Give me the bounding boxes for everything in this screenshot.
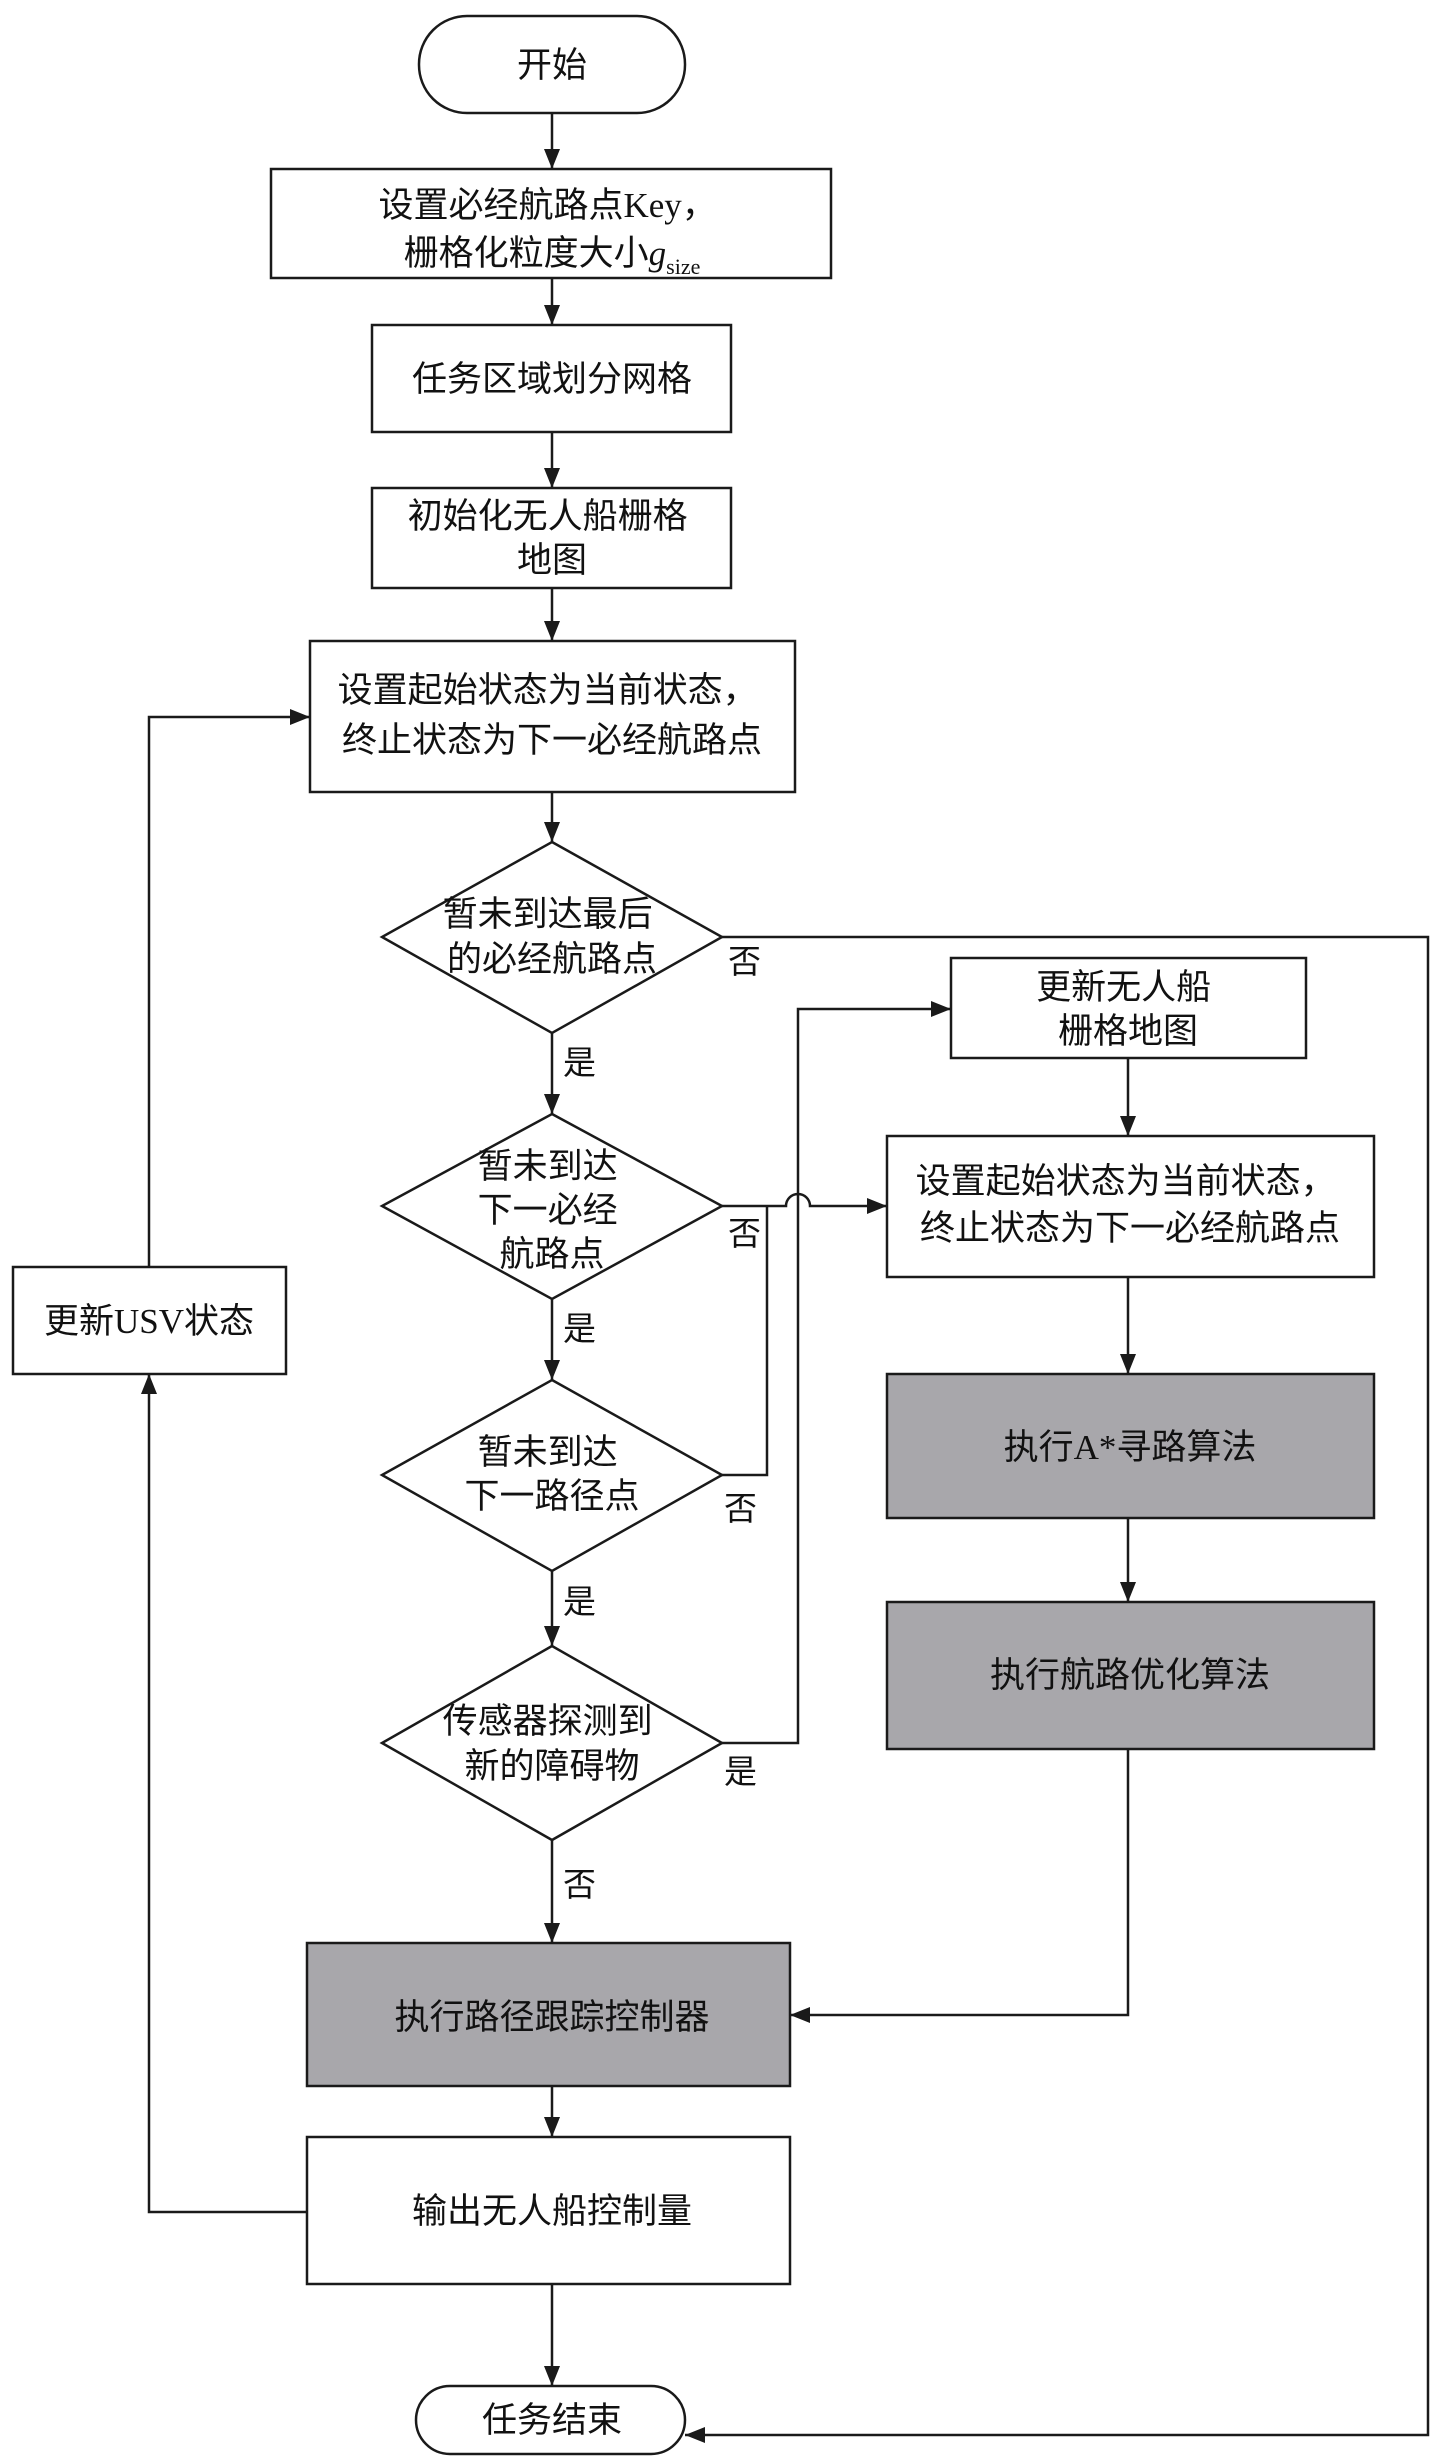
set-state-line-1: 设置起始状态为当前状态， bbox=[338, 671, 758, 710]
decision-obstacle-text: 传感器探测到 新的障碍物 bbox=[443, 1702, 662, 1786]
arrow-decision-next-waypoint-no bbox=[722, 1192, 887, 1214]
decision-last-line-1: 暂未到达最后 bbox=[443, 895, 653, 934]
arrow-decision-last-no-to-end bbox=[685, 935, 1430, 2443]
set-state-process: 设置起始状态为当前状态， 终止状态为下一必经航路点 bbox=[308, 639, 797, 794]
decision-obstacle-line-1: 传感器探测到 bbox=[443, 1702, 653, 1741]
decision-last-text: 暂未到达最后 的必经航路点 bbox=[443, 895, 662, 979]
path-tracking-label: 执行路径跟踪控制器 bbox=[394, 1998, 709, 2037]
decision-obstacle-yes-label: 是 bbox=[724, 1755, 757, 1791]
decision-next-waypoint-no-label: 否 bbox=[728, 1217, 761, 1253]
setup-variable-subscript: size bbox=[666, 254, 700, 279]
decision-obstacle-no-label: 否 bbox=[563, 1868, 596, 1904]
setup-text: 设置必经航路点Key， 栅格化粒度大小gsize bbox=[378, 186, 725, 279]
setup-process: 设置必经航路点Key， 栅格化粒度大小gsize bbox=[269, 167, 833, 280]
reset-state-process: 设置起始状态为当前状态， 终止状态为下一必经航路点 bbox=[885, 1134, 1376, 1279]
arrow-output-to-update-usv bbox=[141, 1374, 307, 2214]
astar-process: 执行A*寻路算法 bbox=[885, 1372, 1376, 1520]
start-label: 开始 bbox=[517, 46, 587, 85]
decision-next-waypoint-yes-label: 是 bbox=[563, 1312, 596, 1348]
end-node: 任务结束 bbox=[414, 2384, 687, 2456]
grid-process: 任务区域划分网格 bbox=[370, 323, 733, 434]
decision-next-path-line-2: 下一路径点 bbox=[464, 1477, 639, 1516]
grid-label: 任务区域划分网格 bbox=[412, 360, 692, 399]
optimize-process: 执行航路优化算法 bbox=[885, 1600, 1376, 1751]
init-map-line-2: 地图 bbox=[517, 541, 587, 580]
setup-line-1: 设置必经航路点Key， bbox=[378, 186, 716, 225]
init-map-process: 初始化无人船栅格 地图 bbox=[370, 486, 733, 590]
set-state-line-2: 终止状态为下一必经航路点 bbox=[342, 721, 762, 760]
decision-next-waypoint: 暂未到达 下一必经 航路点 bbox=[379, 1112, 725, 1301]
optimize-label: 执行航路优化算法 bbox=[990, 1656, 1270, 1695]
decision-last-no-label: 否 bbox=[728, 945, 761, 981]
update-map-line-2: 栅格地图 bbox=[1058, 1012, 1198, 1051]
init-map-text: 初始化无人船栅格 地图 bbox=[408, 497, 697, 580]
decision-next-path-no-label: 否 bbox=[724, 1492, 757, 1528]
decision-next-path-point: 暂未到达 下一路径点 bbox=[379, 1378, 725, 1573]
update-map-process: 更新无人船 栅格地图 bbox=[949, 956, 1308, 1060]
decision-last-yes-label: 是 bbox=[563, 1046, 596, 1082]
decision-next-path-line-1: 暂未到达 bbox=[478, 1433, 618, 1472]
line-decision-next-path-no bbox=[722, 1206, 769, 1477]
update-usv-process: 更新USV状态 bbox=[11, 1265, 288, 1376]
set-state-text: 设置起始状态为当前状态， 终止状态为下一必经航路点 bbox=[338, 671, 767, 760]
decision-last-line-2: 的必经航路点 bbox=[447, 940, 657, 979]
path-tracking-process: 执行路径跟踪控制器 bbox=[305, 1941, 792, 2088]
reset-state-line-1: 设置起始状态为当前状态， bbox=[916, 1162, 1336, 1201]
reset-state-line-2: 终止状态为下一必经航路点 bbox=[920, 1209, 1340, 1248]
arrow-decision-obstacle-yes bbox=[722, 1001, 951, 1745]
arrow-update-usv-to-set-state bbox=[147, 709, 310, 1267]
decision-next-waypoint-line-1: 暂未到达 bbox=[478, 1147, 618, 1186]
decision-obstacle-detected: 传感器探测到 新的障碍物 bbox=[379, 1644, 725, 1842]
update-usv-label: 更新USV状态 bbox=[44, 1302, 254, 1341]
decision-last-waypoint: 暂未到达最后 的必经航路点 bbox=[379, 840, 725, 1035]
init-map-line-1: 初始化无人船栅格 bbox=[408, 497, 688, 536]
astar-label: 执行A*寻路算法 bbox=[1004, 1428, 1257, 1467]
decision-next-waypoint-text: 暂未到达 下一必经 航路点 bbox=[478, 1147, 627, 1274]
update-map-line-1: 更新无人船 bbox=[1036, 968, 1211, 1007]
setup-variable: g bbox=[649, 234, 667, 273]
update-map-text: 更新无人船 栅格地图 bbox=[1036, 968, 1220, 1051]
decision-obstacle-line-2: 新的障碍物 bbox=[464, 1747, 639, 1786]
decision-next-waypoint-line-2: 下一必经 bbox=[478, 1191, 618, 1230]
output-process: 输出无人船控制量 bbox=[305, 2135, 792, 2286]
reset-state-text: 设置起始状态为当前状态， 终止状态为下一必经航路点 bbox=[916, 1162, 1345, 1248]
output-label: 输出无人船控制量 bbox=[412, 2192, 692, 2231]
arrow-optimize-to-tracking bbox=[790, 1749, 1130, 2023]
decision-next-waypoint-line-3: 航路点 bbox=[499, 1235, 604, 1274]
decision-next-path-yes-label: 是 bbox=[563, 1585, 596, 1621]
start-node: 开始 bbox=[417, 14, 687, 115]
end-label: 任务结束 bbox=[482, 2401, 622, 2440]
setup-line-2: 栅格化粒度大小 bbox=[404, 234, 649, 273]
decision-next-path-text: 暂未到达 下一路径点 bbox=[464, 1433, 639, 1516]
